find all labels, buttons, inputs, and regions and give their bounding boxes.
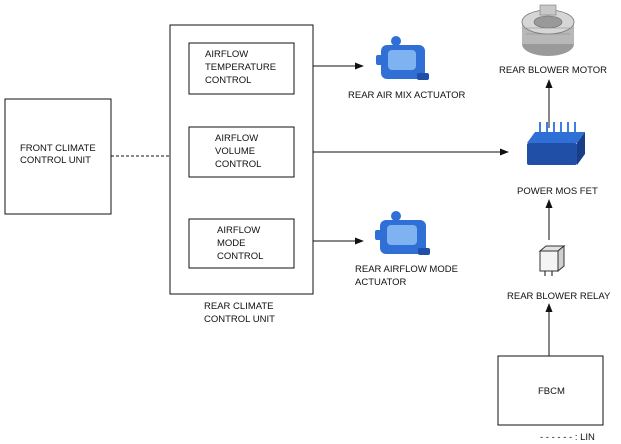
airflow-temperature-control-label: AIRFLOW TEMPERATURE CONTROL [205,49,279,86]
front-unit-label: FRONT CLIMATE CONTROL UNIT [20,143,98,166]
power-mos-fet: POWER MOS FET [517,122,598,197]
airflow-mode-actuator-label: REAR AIRFLOW MODE ACTUATOR [355,264,461,288]
airflow-temperature-control-box: AIRFLOW TEMPERATURE CONTROL [188,42,295,95]
blower-motor-label: REAR BLOWER MOTOR [499,65,607,76]
airflow-mode-control-label: AIRFLOW MODE CONTROL [217,225,263,262]
actuator-icon [376,36,429,80]
lin-legend: - - - - - - : LIN [540,432,595,443]
actuator-icon [375,211,430,255]
relay-icon [538,244,566,276]
rear-blower-motor: REAR BLOWER MOTOR [499,4,607,76]
blower-relay-label: REAR BLOWER RELAY [507,291,611,302]
blower-motor-icon [521,4,575,56]
rear-unit-label: REAR CLIMATE CONTROL UNIT [204,301,276,325]
rear-airflow-mode-actuator: REAR AIRFLOW MODE ACTUATOR [355,211,461,288]
fbcm-label: FBCM [538,386,565,397]
power-mos-fet-label: POWER MOS FET [517,186,598,197]
front-climate-control-unit: FRONT CLIMATE CONTROL UNIT [4,98,112,215]
airflow-mode-control-box: AIRFLOW MODE CONTROL [188,218,295,269]
airflow-volume-control-label: AIRFLOW VOLUME CONTROL [215,133,261,170]
airflow-volume-control-box: AIRFLOW VOLUME CONTROL [188,126,295,178]
rear-air-mix-actuator: REAR AIR MIX ACTUATOR [348,36,466,101]
rear-climate-control-unit: REAR CLIMATE CONTROL UNIT AIRFLOW TEMPER… [169,24,314,325]
air-mix-actuator-label: REAR AIR MIX ACTUATOR [348,90,466,101]
rear-blower-relay: REAR BLOWER RELAY [507,244,611,302]
fbcm: FBCM [497,355,604,426]
mos-fet-icon [527,122,585,165]
